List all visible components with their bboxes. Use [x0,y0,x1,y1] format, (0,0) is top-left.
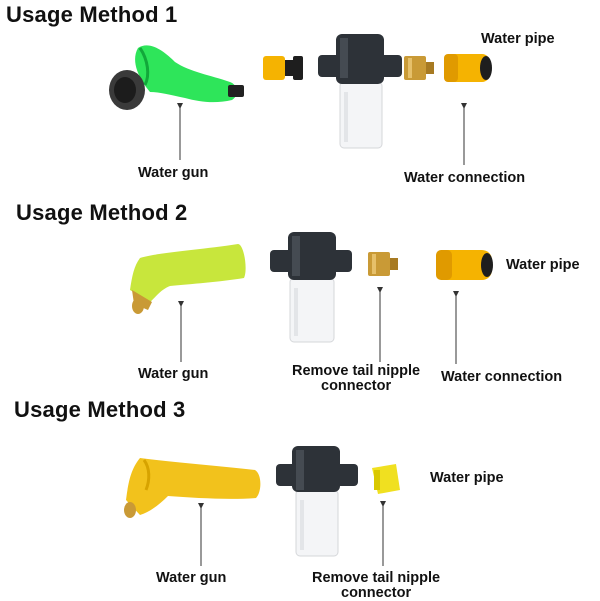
label-remove-nipple-2: Remove tail nipple connector [292,364,420,394]
label-water-pipe-3: Water pipe [430,470,504,486]
water-gun-green [109,45,244,110]
label-water-connection-1: Water connection [404,170,526,186]
label-remove-nipple-3: Remove tail nipple connector [312,571,440,601]
heading-method-1: Usage Method 1 [6,2,178,27]
foam-bottle-3 [276,446,358,557]
label-water-pipe-1: Water pipe [481,31,555,47]
water-gun-yellow [124,458,261,518]
label-remove-nipple-3-line1: Remove tail nipple [312,570,441,586]
label-remove-nipple-3-line2: connector [341,585,412,601]
connector-yellow-3 [372,464,400,494]
label-water-gun-3: Water gun [156,570,227,586]
connector-yellow-1 [444,54,492,82]
heading-method-3: Usage Method 3 [14,397,186,422]
label-remove-nipple-2-line2: connector [321,378,392,394]
label-water-connection-2: Water connection [441,369,563,385]
connector-yellow-small-1 [263,56,303,80]
heading-method-2: Usage Method 2 [16,200,188,225]
connector-yellow-2 [436,250,493,280]
label-water-gun-2: Water gun [138,366,209,382]
foam-bottle-2 [270,232,352,343]
water-gun-lime [130,244,246,314]
label-water-gun-1: Water gun [138,165,209,181]
brass-nipple-2 [368,252,398,276]
label-remove-nipple-2-line1: Remove tail nipple [292,363,421,379]
brass-nipple-1 [404,56,434,80]
foam-bottle-1 [318,34,402,149]
label-water-pipe-2: Water pipe [506,257,580,273]
